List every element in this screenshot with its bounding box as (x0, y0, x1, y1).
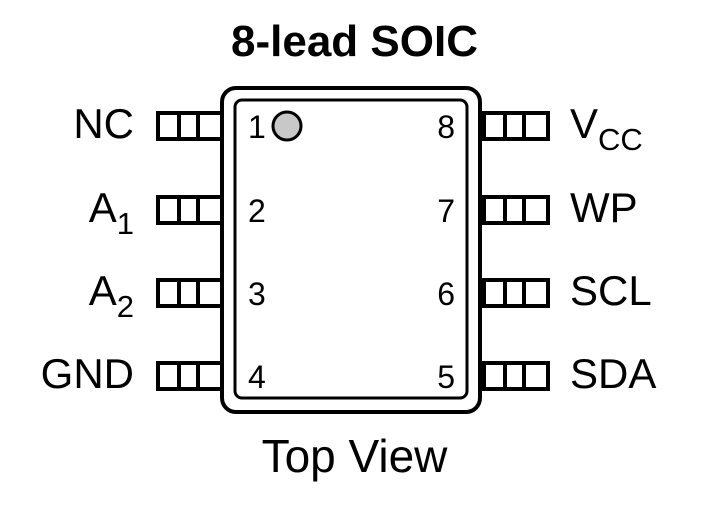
pin-label-text: WP (570, 184, 638, 231)
package-outer-outline (220, 86, 482, 414)
pin-label-text: A (88, 184, 117, 231)
pin-lead-8 (482, 111, 550, 141)
pin-number-1: 1 (248, 109, 266, 145)
pin-label-text: SCL (570, 267, 652, 314)
pin-number-4: 4 (248, 359, 266, 395)
pin-lead-4 (156, 361, 224, 391)
pin-number-5: 5 (437, 359, 455, 395)
pin-lead-3 (156, 278, 224, 308)
pin-lead-7 (482, 195, 550, 225)
pin-label-text: SDA (570, 350, 657, 397)
pin-leads (156, 111, 550, 391)
diagram-caption: Top View (261, 430, 448, 482)
diagram-title: 8-lead SOIC (231, 17, 478, 66)
package-inner-outline (233, 98, 469, 400)
pin-numbers: 1 2 3 4 8 7 6 5 (248, 109, 455, 395)
pin-lead-6 (482, 278, 550, 308)
pin-number-2: 2 (248, 193, 266, 229)
package-body (220, 86, 482, 414)
pin-number-7: 7 (437, 193, 455, 229)
pin-number-6: 6 (437, 276, 455, 312)
pin-lead-1 (156, 111, 224, 141)
pin-label-subscript: 2 (116, 289, 134, 324)
pin-label-8: VCC (570, 99, 643, 157)
pin-label-text: GND (40, 350, 134, 397)
pin-label-text: NC (73, 100, 134, 147)
pin-label-1: NC (73, 99, 134, 149)
pin-label-7: WP (570, 183, 638, 233)
pin-label-3: A2 (88, 266, 134, 324)
pin-label-text: A (88, 267, 117, 314)
pin-label-text: V (570, 100, 599, 147)
pin-label-4: GND (41, 349, 134, 399)
pin-label-subscript: CC (598, 122, 643, 157)
pin-label-2: A1 (88, 183, 134, 241)
pin-lead-5 (482, 361, 550, 391)
pin-number-3: 3 (248, 276, 266, 312)
pin1-marker-dot (271, 110, 303, 142)
pin-label-5: SDA (570, 349, 656, 399)
pin-lead-2 (156, 195, 224, 225)
pin-number-8: 8 (437, 109, 455, 145)
pin-label-subscript: 1 (116, 206, 134, 241)
pin-label-6: SCL (570, 266, 652, 316)
